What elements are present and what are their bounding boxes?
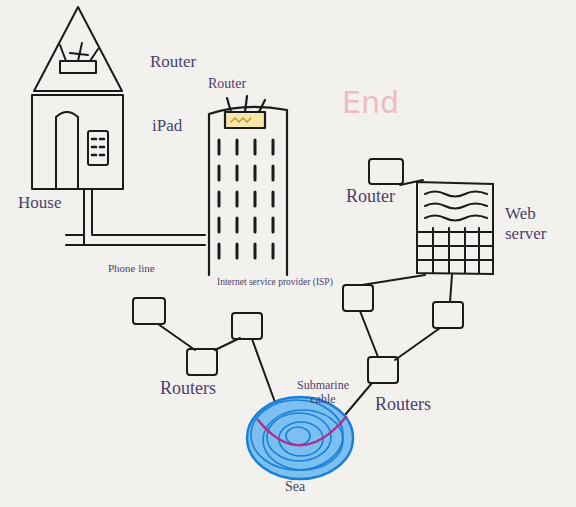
phone-line — [84, 190, 205, 245]
sea-label: Sea — [285, 479, 305, 495]
router-box — [343, 285, 373, 311]
part-label: Submarine cable — [290, 379, 356, 407]
part-label: Router — [150, 52, 196, 72]
server-label: Web server — [505, 204, 567, 243]
sea-scribble — [263, 410, 343, 470]
link-line — [345, 383, 372, 415]
router-box — [133, 298, 165, 324]
server-grid — [417, 228, 493, 273]
isp-label: Internet service provider (ISP) — [217, 277, 333, 288]
building-windows — [219, 140, 273, 258]
router-box — [369, 159, 403, 184]
link-line — [400, 180, 423, 185]
link-wire — [400, 180, 423, 185]
edge-label: Phone line — [108, 262, 155, 275]
server-shape — [415, 180, 495, 275]
router-box — [433, 302, 463, 328]
house-body — [32, 95, 123, 189]
isp-building — [205, 100, 290, 275]
link-line — [395, 328, 440, 360]
server-outline — [417, 182, 493, 274]
phone-line-stub — [66, 235, 84, 245]
building-outline — [209, 107, 287, 275]
house-drawing — [30, 5, 125, 190]
ipad-screen — [92, 139, 104, 155]
ipad-icon — [88, 131, 108, 165]
link-line — [362, 275, 425, 285]
router-icon — [225, 112, 265, 128]
note-label: End — [342, 86, 399, 121]
link-line — [252, 339, 276, 405]
router-box: Router — [368, 158, 404, 185]
phone-line-wire — [92, 190, 205, 235]
sea-scribble — [286, 427, 310, 445]
part-label: Router — [208, 76, 246, 92]
group-label: Routers — [160, 378, 216, 399]
router-box — [232, 313, 262, 339]
link-line — [215, 338, 240, 350]
sea-fill — [247, 397, 353, 479]
sea-scribble — [251, 400, 343, 470]
group-label: Routers — [375, 394, 431, 415]
router-light — [231, 118, 251, 122]
sea-shape — [245, 395, 355, 480]
phone-line-wire — [84, 190, 205, 245]
router-antenna — [227, 96, 265, 112]
server-page-lines — [425, 192, 487, 221]
house: House — [30, 5, 125, 190]
router-antenna — [60, 43, 98, 61]
house-roof — [34, 7, 122, 91]
isp-building: Internet service provider (ISP) — [205, 100, 290, 275]
router-box — [368, 357, 398, 383]
house-label: House — [18, 193, 61, 213]
link-line — [158, 324, 195, 350]
sea-scribble — [267, 413, 331, 461]
house-door — [56, 112, 78, 189]
web-server: Web server — [415, 180, 495, 275]
router-box — [187, 349, 217, 375]
link-line — [450, 275, 452, 302]
router-icon — [60, 61, 96, 73]
link-line — [360, 311, 378, 357]
router-label: Router — [346, 186, 395, 207]
router-shape — [368, 158, 404, 185]
part-label: iPad — [152, 116, 182, 136]
sea-scribble — [279, 422, 323, 456]
sea-circle: Sea — [245, 395, 355, 480]
submarine-cable — [258, 417, 346, 445]
